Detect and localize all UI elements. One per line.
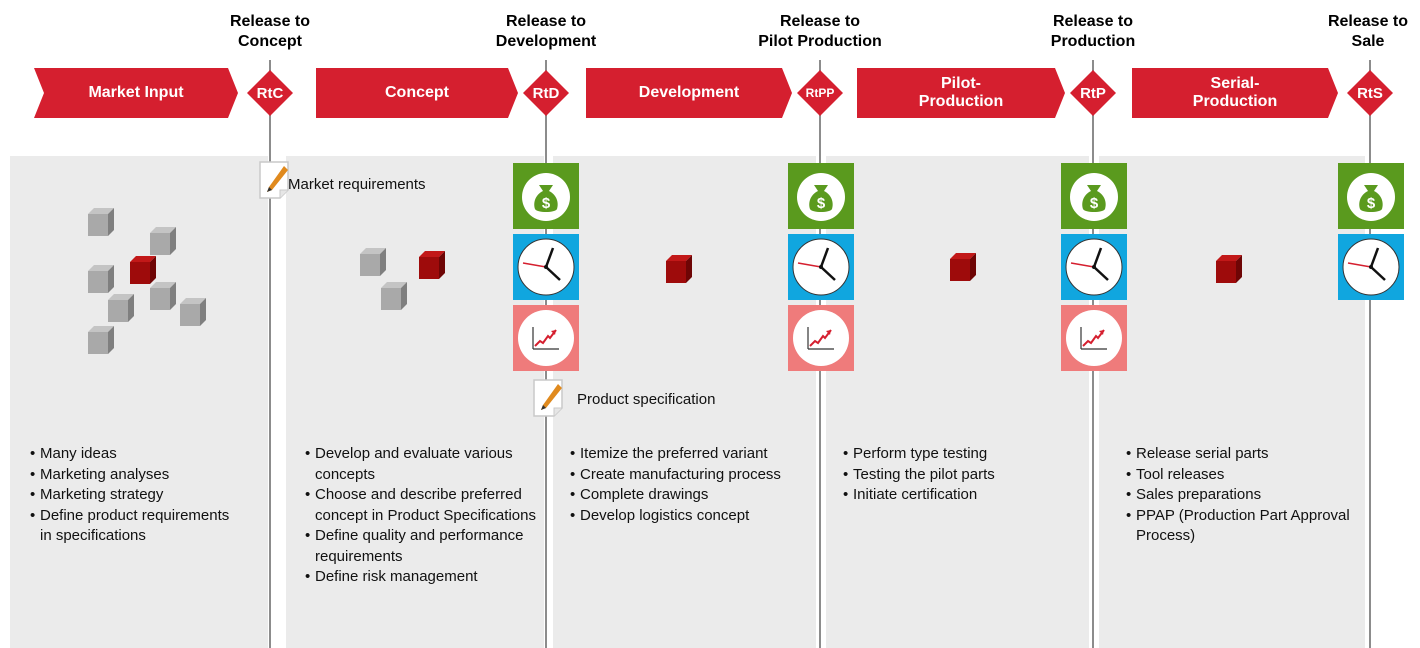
gate-abbr-rtd: RtD: [532, 84, 560, 102]
gate-diamond-rtd: RtD: [523, 70, 569, 116]
gate-abbr-rtc: RtC: [256, 84, 284, 102]
activity-list-serial-production: Release serial parts Tool releases Sales…: [1126, 444, 1356, 547]
cube-icon: [381, 282, 407, 310]
gate-diamond-rtp: RtP: [1070, 70, 1116, 116]
list-item: Create manufacturing process: [570, 465, 810, 486]
gate-abbr-rts: RtS: [1357, 84, 1383, 102]
list-item: Complete drawings: [570, 485, 810, 506]
list-item: Develop logistics concept: [570, 506, 810, 527]
phase-label-concept: Concept: [385, 84, 449, 101]
trend-chart-icon: [1061, 305, 1127, 371]
phase-label-development: Development: [638, 84, 740, 101]
clock-icon: [1338, 234, 1404, 300]
svg-text:$: $: [542, 195, 551, 212]
list-item: Sales preparations: [1126, 485, 1356, 506]
cube-icon: [150, 282, 176, 310]
list-item: Define risk management: [305, 567, 541, 588]
phase-panel-market-input: [10, 156, 268, 648]
cube-icon: [88, 265, 114, 293]
cube-icon: [180, 298, 206, 326]
list-item: Perform type testing: [843, 444, 1083, 465]
gate-title-rtp: Release to Production: [1050, 13, 1136, 50]
cube-icon: [950, 253, 976, 281]
gate-title-rtpp: Release to Pilot Production: [758, 13, 882, 50]
money-bag-icon: $: [1061, 163, 1127, 229]
cube-icon: [108, 294, 134, 322]
clock-icon: [788, 234, 854, 300]
svg-text:$: $: [817, 195, 826, 212]
phase-serial-production: Serial- Production: [1132, 68, 1338, 118]
gate-line-rtc: [269, 60, 271, 648]
money-bag-icon: $: [513, 163, 579, 229]
doc-label-market-requirements: Market requirements: [288, 176, 426, 193]
phase-label-market-input: Market Input: [88, 84, 184, 101]
activity-list-pilot-production: Perform type testing Testing the pilot p…: [843, 444, 1083, 506]
phase-development: Development: [586, 68, 792, 118]
gate-diamond-rtpp: RtPP: [797, 70, 843, 116]
gate-diamond-rtc: RtC: [247, 70, 293, 116]
cube-icon: [130, 256, 156, 284]
cube-icon: [360, 248, 386, 276]
list-item: Itemize the preferred variant: [570, 444, 810, 465]
list-item: Tool releases: [1126, 465, 1356, 486]
list-item: Marketing strategy: [30, 485, 230, 506]
cube-icon: [1216, 255, 1242, 283]
list-item: Initiate certification: [843, 485, 1083, 506]
list-item: Marketing analyses: [30, 465, 230, 486]
cube-icon: [150, 227, 176, 255]
cube-icon: [88, 326, 114, 354]
list-item: Testing the pilot parts: [843, 465, 1083, 486]
gate-title-rtc: Release to Concept: [229, 13, 311, 50]
activity-list-development: Itemize the preferred variant Create man…: [570, 444, 810, 526]
cube-icon: [419, 251, 445, 279]
money-bag-icon: $: [788, 163, 854, 229]
list-item: Develop and evaluate various concepts: [305, 444, 541, 485]
list-item: Release serial parts: [1126, 444, 1356, 465]
gate-diamond-rts: RtS: [1347, 70, 1393, 116]
list-item: Define product requirements in specifica…: [30, 506, 230, 547]
pencil-document-icon: [532, 378, 566, 423]
phase-pilot-production: Pilot- Production: [857, 68, 1065, 118]
list-item: PPAP (Production Part Approval Process): [1126, 506, 1356, 547]
phase-panel-serial-production: [1099, 156, 1365, 648]
activity-list-concept: Develop and evaluate various concepts Ch…: [305, 444, 541, 588]
trend-chart-icon: [788, 305, 854, 371]
list-item: Choose and describe preferred concept in…: [305, 485, 541, 526]
gate-title-rts: Release to Sale: [1327, 13, 1409, 50]
phase-market-input: Market Input: [34, 68, 238, 118]
phase-panel-development: [553, 156, 816, 648]
phase-label-serial-production: Serial- Production: [1192, 75, 1278, 110]
trend-chart-icon: [513, 305, 579, 371]
svg-text:$: $: [1367, 195, 1376, 212]
gate-title-rtd: Release to Development: [495, 13, 597, 50]
cube-icon: [88, 208, 114, 236]
phase-concept: Concept: [316, 68, 518, 118]
gate-abbr-rtp: RtP: [1080, 84, 1106, 102]
phase-panel-pilot-production: [826, 156, 1089, 648]
activity-list-market-input: Many ideas Marketing analyses Marketing …: [30, 444, 230, 547]
money-bag-icon: $: [1338, 163, 1404, 229]
gate-abbr-rtpp: RtPP: [805, 86, 835, 100]
doc-label-product-specification: Product specification: [577, 391, 716, 408]
clock-icon: [513, 234, 579, 300]
list-item: Define quality and performance requireme…: [305, 526, 541, 567]
svg-text:$: $: [1090, 195, 1099, 212]
pencil-document-icon: [258, 160, 292, 205]
phase-label-pilot-production: Pilot- Production: [918, 75, 1004, 110]
cube-icon: [666, 255, 692, 283]
gate-line-rts: [1369, 60, 1371, 648]
clock-icon: [1061, 234, 1127, 300]
list-item: Many ideas: [30, 444, 230, 465]
